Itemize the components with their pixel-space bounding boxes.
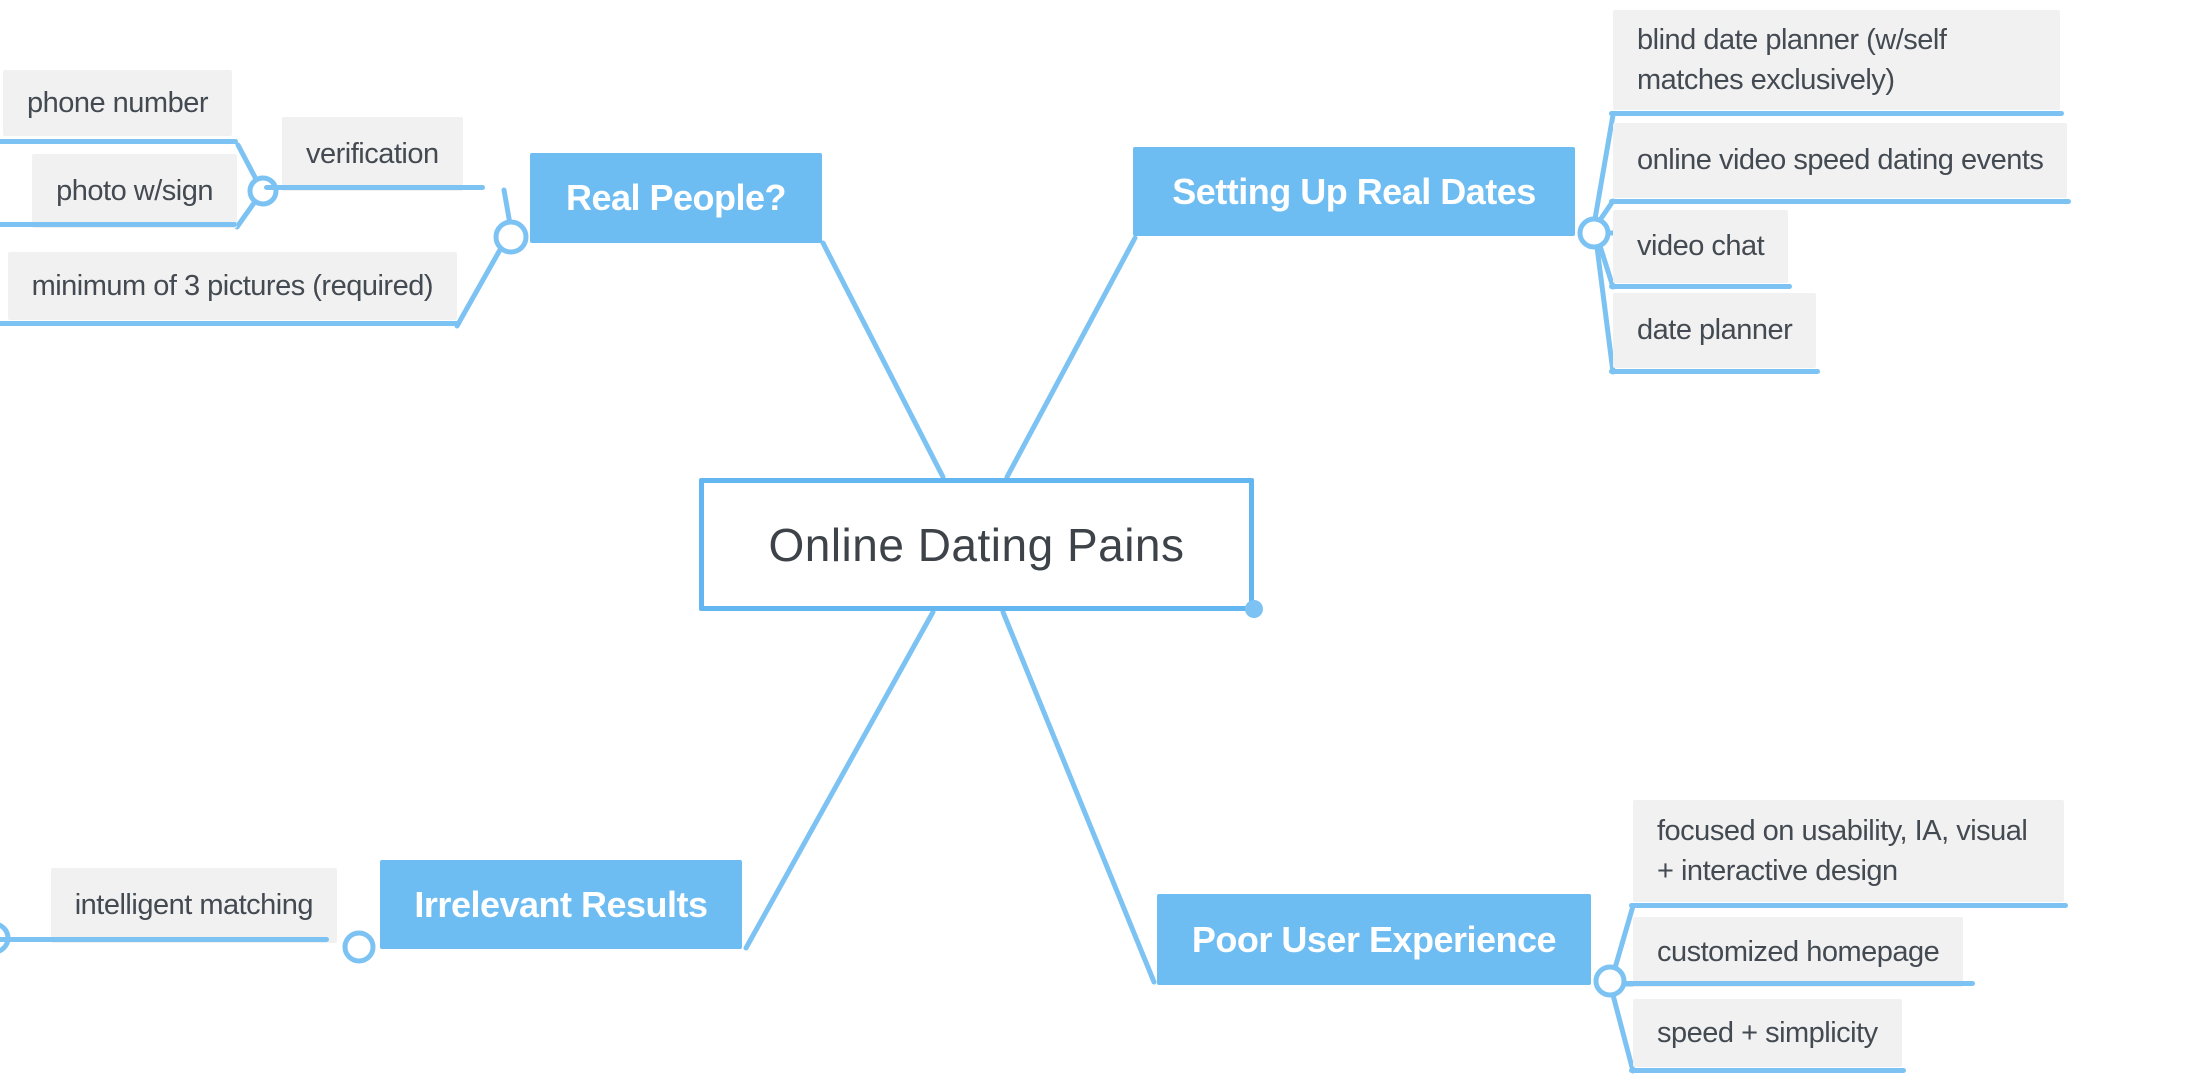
connector-circle-poor-ux[interactable] xyxy=(1593,964,1627,998)
line-photo-w-sign xyxy=(234,200,257,230)
line-speed-simplicity xyxy=(1610,992,1636,1074)
line-video-chat xyxy=(1597,243,1616,290)
subtopic-min-pictures[interactable]: minimum of 3 pictures (required) xyxy=(0,252,462,326)
line-online-video xyxy=(1595,198,1616,226)
line-real-people-to-center xyxy=(820,240,946,480)
line-phone-number xyxy=(235,142,260,184)
subtopic-date-planner[interactable]: date planner xyxy=(1608,293,1821,374)
line-irrelevant-to-center xyxy=(743,609,936,951)
line-focused-usability xyxy=(1612,903,1636,971)
line-setting-up-to-center xyxy=(1004,235,1138,480)
line-min-pictures xyxy=(454,245,504,329)
topic-real-people[interactable]: Real People? xyxy=(530,153,822,243)
connector-circle-setting-up[interactable] xyxy=(1577,216,1611,250)
topic-poor-user-experience[interactable]: Poor User Experience xyxy=(1157,894,1591,985)
subtopic-speed-simplicity[interactable]: speed + simplicity xyxy=(1629,999,1906,1073)
connector-circle-verification[interactable] xyxy=(247,175,279,207)
subtopic-video-chat[interactable]: video chat xyxy=(1608,210,1793,289)
subtopic-blind-date-planner[interactable]: blind date planner (w/self matches exclu… xyxy=(1609,10,2064,117)
line-date-planner xyxy=(1594,244,1616,375)
subtopic-verification[interactable]: verification xyxy=(264,117,485,191)
subtopic-customized-homepage[interactable]: customized homepage xyxy=(1623,917,1976,987)
subtopic-focused-usability[interactable]: focused on usability, IA, visual + inter… xyxy=(1629,800,2068,908)
topic-irrelevant-results[interactable]: Irrelevant Results xyxy=(380,860,742,949)
line-verification xyxy=(501,187,513,227)
topic-setting-up-real-dates[interactable]: Setting Up Real Dates xyxy=(1133,147,1575,236)
connector-circle-irrelevant[interactable] xyxy=(342,930,376,964)
subtopic-intelligent-matching[interactable]: intelligent matching xyxy=(0,868,337,943)
subtopic-phone-number[interactable]: phone number xyxy=(0,70,239,144)
subtopic-photo-w-sign[interactable]: photo w/sign xyxy=(0,154,237,228)
root-topic[interactable]: Online Dating Pains xyxy=(699,478,1254,611)
line-poor-ux-to-center xyxy=(1000,609,1157,985)
subtopic-online-video-speed-dating[interactable]: online video speed dating events xyxy=(1608,123,2072,204)
connector-circle-real-people[interactable] xyxy=(493,219,529,255)
